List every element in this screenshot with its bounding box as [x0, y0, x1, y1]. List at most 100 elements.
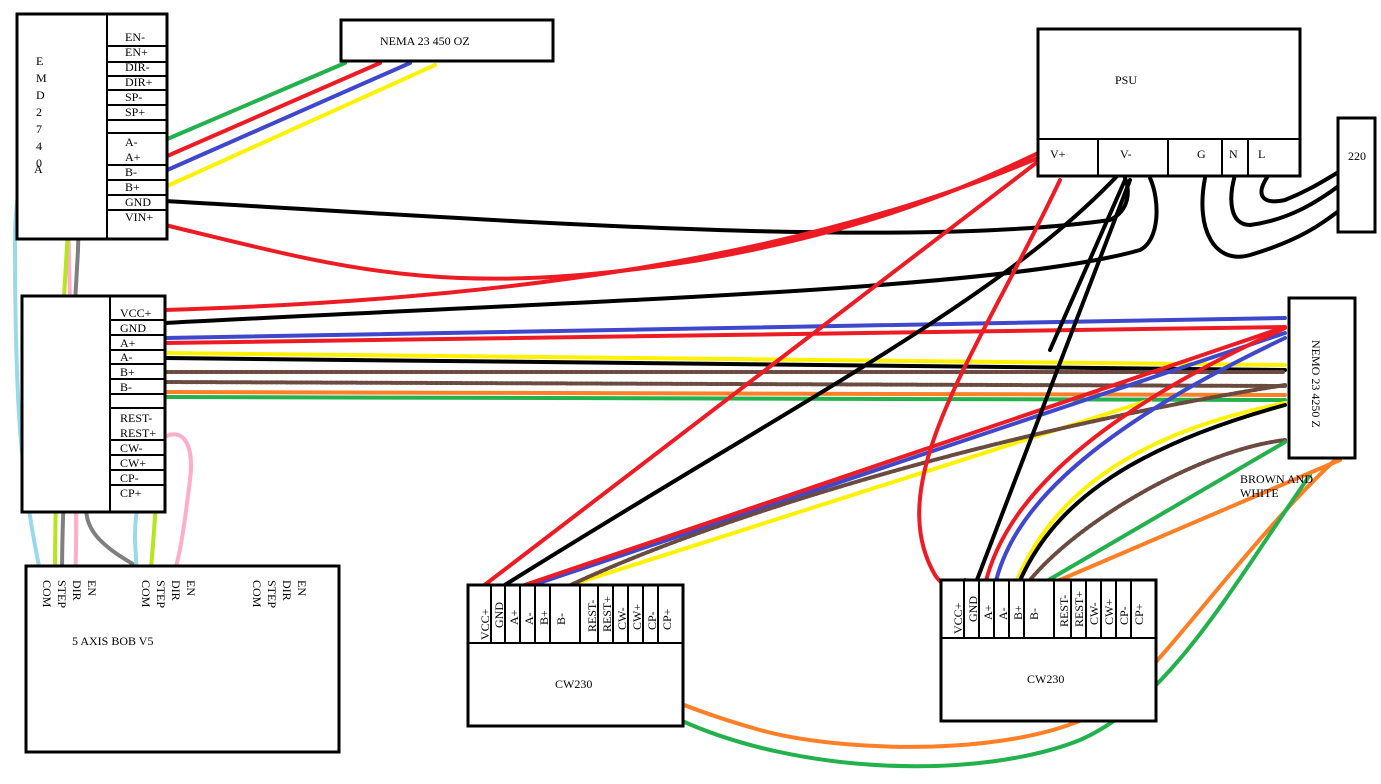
- cw-pin-gnd: GND: [966, 596, 980, 622]
- cw-pin-a-minus: A-: [522, 612, 536, 625]
- driver-mid: VCC+ GND A+ A- B+ B- REST- REST+ CW- CW+…: [20, 294, 167, 514]
- wire-red-z-cw-right: [983, 326, 1287, 587]
- driver-label-char-last: A: [34, 162, 43, 176]
- wire-red-a-plus: [163, 61, 382, 159]
- cw-pin-rest-plus: REST+: [1072, 591, 1086, 627]
- bob-pin-dir: DIR: [70, 580, 84, 601]
- pin-b-plus: B+: [125, 180, 140, 194]
- driver-label-char: 0: [36, 156, 42, 170]
- wire-green-z-cw-right: [1038, 440, 1287, 587]
- pin-rest-minus: REST-: [120, 411, 152, 425]
- driver-label-char: E: [36, 54, 43, 68]
- wire-black-gnd-mid: [163, 176, 1159, 325]
- wire-green-a-minus: [163, 61, 347, 142]
- psu-terminal-v-minus: V-: [1120, 147, 1132, 161]
- driver-label-char: 2: [36, 105, 42, 119]
- bob-pin-dir: DIR: [169, 580, 183, 601]
- psu-label: PSU: [1115, 73, 1137, 87]
- bob-pin-step: STEP: [265, 580, 279, 608]
- breakout-board: 5 AXIS BOB V5 COM STEP DIR EN COM STEP D…: [24, 564, 341, 754]
- driver-label-char: 7: [36, 122, 42, 136]
- wire-red-psu-cw-left: [476, 158, 1042, 592]
- mains-220: 220: [1336, 116, 1377, 234]
- motor-nemo-z: NEMO 23 4250 Z: [1287, 296, 1357, 460]
- wire-black-a-minus-mid: [163, 356, 1287, 372]
- bob-label: 5 AXIS BOB V5: [72, 634, 153, 648]
- pin-a-minus: A-: [120, 350, 133, 364]
- wire-blue-a-plus-mid: [163, 316, 1287, 340]
- cw-pin-vcc-plus: VCC+: [478, 608, 492, 640]
- cw-pin-cw-minus: CW-: [1087, 602, 1101, 625]
- cw-pin-cw-minus: CW-: [615, 607, 629, 630]
- cw-pin-a-minus: A-: [996, 607, 1010, 620]
- pin-cw-plus: CW+: [120, 456, 146, 470]
- psu: PSU V+ V- G N L: [1036, 27, 1302, 178]
- driver-cw230-left: VCC+ GND A+ A- B+ B- REST- REST+ CW- CW+…: [466, 583, 685, 728]
- wire-pink-rest-mid: [158, 432, 193, 580]
- bob-pin-step: STEP: [154, 580, 168, 608]
- psu-terminal-v-plus: V+: [1050, 147, 1066, 161]
- pin-rest-plus: REST+: [120, 426, 156, 440]
- cw230-left-label: CW230: [555, 677, 592, 691]
- cw-pin-cw-plus: CW+: [1102, 599, 1116, 625]
- wire-yellow-a-minus-mid: [163, 351, 1287, 367]
- cw-pin-cw-plus: CW+: [630, 604, 644, 630]
- pin-dir-minus: DIR-: [125, 60, 150, 74]
- wire-note: BROWN AND WHITE: [1240, 472, 1313, 500]
- wire-brown-b-plus-mid-2: [163, 380, 1287, 388]
- bob-pin-en: EN: [295, 580, 309, 596]
- pin-en-minus: EN-: [125, 30, 145, 44]
- wire-black-psu-l: [1259, 168, 1344, 204]
- pin-a-plus: A+: [120, 336, 136, 350]
- pin-cp-minus: CP-: [120, 471, 139, 485]
- wire-orange-b-minus-mid: [163, 390, 1287, 397]
- bob-pin-step: STEP: [55, 580, 69, 608]
- motor-nema-450: NEMA 23 450 OZ: [339, 18, 555, 63]
- cw-pin-cp-minus: CP-: [645, 611, 659, 630]
- cw-pin-b-plus: B+: [537, 610, 551, 625]
- cw-pin-cp-plus: CP+: [1132, 603, 1146, 625]
- driver-cw230-right: VCC+ GND A+ A- B+ B- REST- REST+ CW- CW+…: [939, 578, 1158, 723]
- cw-pin-b-minus: B-: [554, 613, 568, 625]
- bob-pin-dir: DIR: [280, 580, 294, 601]
- cw-pin-a-plus: A+: [507, 609, 521, 625]
- driver-label-char: 4: [36, 139, 42, 153]
- wire-red-a-plus-mid: [163, 325, 1287, 345]
- cw-pin-b-minus: B-: [1027, 608, 1041, 620]
- pin-sp-minus: SP-: [125, 90, 142, 104]
- motor-nema-450-label: NEMA 23 450 OZ: [380, 34, 470, 48]
- pin-sp-plus: SP+: [125, 105, 145, 119]
- cw-pin-rest-minus: REST-: [1057, 595, 1071, 627]
- motor-nemo-z-label: NEMO 23 4250 Z: [1309, 340, 1323, 428]
- bob-pin-com: COM: [250, 580, 264, 608]
- pin-cw-minus: CW-: [120, 441, 143, 455]
- wire-yellow-b-plus: [163, 63, 437, 189]
- wire-black-gnd-top: [163, 176, 1130, 235]
- cw-pin-vcc-plus: VCC+: [951, 602, 965, 634]
- pin-vin-plus: VIN+: [125, 210, 153, 224]
- pin-b-minus: B-: [125, 165, 137, 179]
- wire-black-psu-n: [1229, 173, 1342, 227]
- wire-brown-z-cw-right: [1028, 438, 1287, 582]
- pin-gnd: GND: [125, 195, 151, 209]
- psu-terminal-g: G: [1197, 147, 1206, 161]
- pin-b-minus: B-: [120, 380, 132, 394]
- mains-label: 220: [1348, 149, 1366, 163]
- pin-dir-plus: DIR+: [125, 75, 153, 89]
- wire-blue-b-minus: [163, 61, 412, 173]
- pin-gnd: GND: [120, 321, 146, 335]
- pin-a-plus: A+: [125, 150, 141, 164]
- bob-pin-en: EN: [184, 580, 198, 596]
- wire-black-psu-cw-right-2: [1048, 178, 1127, 352]
- psu-terminal-n: N: [1229, 147, 1238, 161]
- bob-pin-com: COM: [40, 580, 54, 608]
- pin-cp-plus: CP+: [120, 486, 142, 500]
- pin-a-minus: A-: [125, 135, 138, 149]
- driver-emd2740a: E M D 2 7 4 0 A EN- EN+ DIR- DIR+ SP- SP…: [15, 12, 169, 241]
- pin-vcc-plus: VCC+: [120, 306, 152, 320]
- wire-black-psu-g: [1200, 176, 1342, 259]
- bob-pin-com: COM: [139, 580, 153, 608]
- pin-b-plus: B+: [120, 365, 135, 379]
- wire-orange-z-cw-right: [1046, 458, 1342, 587]
